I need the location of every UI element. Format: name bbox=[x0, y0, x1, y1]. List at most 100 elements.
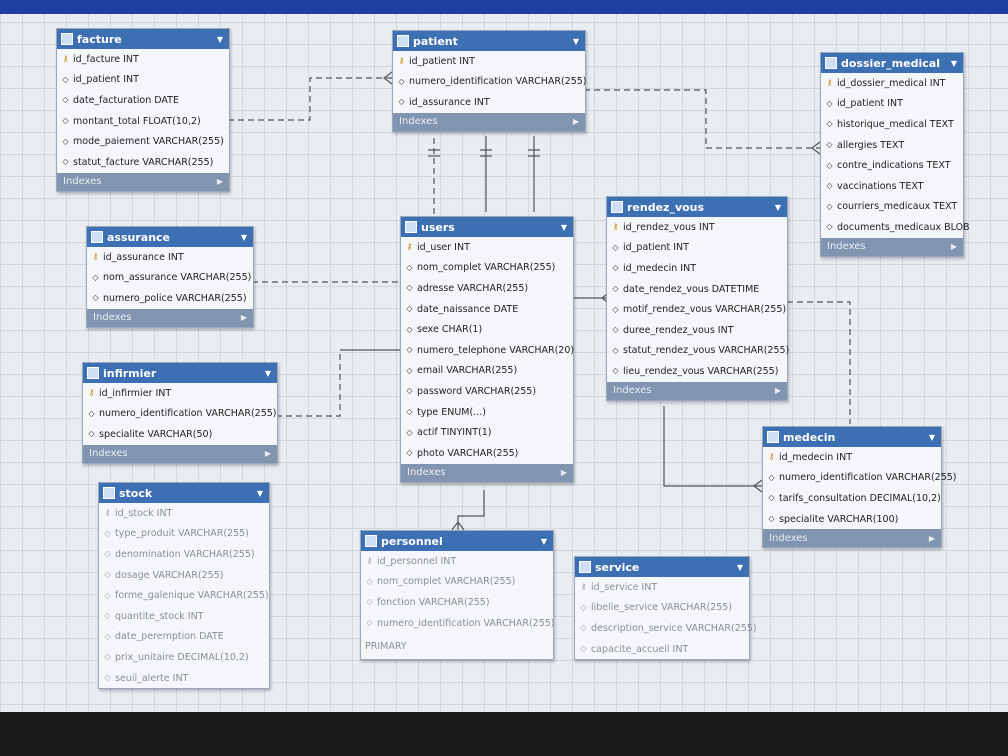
indexes-bar[interactable]: Indexes▶ bbox=[763, 529, 941, 548]
indexes-bar[interactable]: Indexes▶ bbox=[821, 237, 963, 256]
expand-arrow-icon[interactable]: ▶ bbox=[264, 449, 271, 459]
column-row[interactable]: ◇dosage VARCHAR(255) bbox=[99, 565, 269, 586]
column-row[interactable]: ◇capacite_accueil INT bbox=[575, 639, 749, 660]
indexes-bar[interactable]: Indexes▶ bbox=[87, 308, 253, 327]
column-row[interactable]: ⚷id_service INT bbox=[575, 577, 749, 598]
indexes-bar[interactable]: Indexes▶ bbox=[401, 463, 573, 482]
table-patient[interactable]: patient▼ ⚷id_patient INT◇numero_identifi… bbox=[392, 30, 587, 132]
table-dossier-medical[interactable]: dossier_medical▼ ⚷id_dossier_medical INT… bbox=[820, 52, 970, 257]
column-row[interactable]: ◇statut_facture VARCHAR(255) bbox=[57, 152, 229, 173]
collapse-arrow-icon[interactable]: ▼ bbox=[572, 36, 579, 46]
table-personnel[interactable]: personnel▼ ⚷id_personnel INT◇nom_complet… bbox=[360, 530, 555, 661]
table-users[interactable]: users▼ ⚷id_user INT◇nom_complet VARCHAR(… bbox=[400, 216, 574, 483]
column-row[interactable]: ◇nom_complet VARCHAR(255) bbox=[361, 572, 553, 593]
column-row[interactable]: ◇date_facturation DATE bbox=[57, 90, 229, 111]
column-row[interactable]: ◇nom_assurance VARCHAR(255) bbox=[87, 268, 253, 289]
column-row[interactable]: ◇type_produit VARCHAR(255) bbox=[99, 524, 269, 545]
expand-arrow-icon[interactable]: ▶ bbox=[560, 468, 567, 478]
column-row[interactable]: ◇seuil_alerte INT bbox=[99, 668, 269, 689]
table-header[interactable]: stock▼ bbox=[99, 483, 269, 503]
table-header[interactable]: service▼ bbox=[575, 557, 749, 577]
table-header[interactable]: infirmier▼ bbox=[83, 363, 277, 383]
column-row[interactable]: ⚷id_assurance INT bbox=[87, 247, 253, 268]
table-header[interactable]: personnel▼ bbox=[361, 531, 553, 551]
column-row[interactable]: ◇duree_rendez_vous INT bbox=[607, 320, 787, 341]
column-row[interactable]: ⚷id_patient INT bbox=[393, 51, 585, 72]
table-facture[interactable]: facture▼ ⚷id_facture INT◇id_patient INT◇… bbox=[56, 28, 230, 192]
column-row[interactable]: ◇type ENUM(...) bbox=[401, 402, 573, 423]
expand-arrow-icon[interactable]: ▶ bbox=[774, 386, 781, 396]
column-row[interactable]: ◇courriers_medicaux TEXT bbox=[821, 197, 963, 218]
indexes-bar[interactable]: Indexes▶ bbox=[83, 444, 277, 463]
collapse-arrow-icon[interactable]: ▼ bbox=[540, 536, 547, 546]
collapse-arrow-icon[interactable]: ▼ bbox=[774, 202, 781, 212]
indexes-bar[interactable]: Indexes▶ bbox=[607, 381, 787, 400]
table-header[interactable]: assurance▼ bbox=[87, 227, 253, 247]
column-row[interactable]: ◇vaccinations TEXT bbox=[821, 176, 963, 197]
expand-arrow-icon[interactable]: ▶ bbox=[928, 533, 935, 543]
column-row[interactable]: ◇date_peremption DATE bbox=[99, 627, 269, 648]
table-stock[interactable]: stock▼ ⚷id_stock INT◇type_produit VARCHA… bbox=[98, 482, 270, 690]
table-header[interactable]: patient▼ bbox=[393, 31, 585, 51]
column-row[interactable]: ◇id_assurance INT bbox=[393, 92, 585, 113]
table-service[interactable]: service▼ ⚷id_service INT◇libelle_service… bbox=[574, 556, 757, 661]
column-row[interactable]: ⚷id_infirmier INT bbox=[83, 383, 277, 404]
column-row[interactable]: ◇numero_telephone VARCHAR(20) bbox=[401, 340, 574, 361]
table-medecin[interactable]: medecin▼ ⚷id_medecin INT◇numero_identifi… bbox=[762, 426, 957, 549]
diagram-canvas[interactable]: facture▼ ⚷id_facture INT◇id_patient INT◇… bbox=[0, 0, 1008, 712]
column-row[interactable]: ◇sexe CHAR(1) bbox=[401, 319, 573, 340]
collapse-arrow-icon[interactable]: ▼ bbox=[240, 232, 247, 242]
column-row[interactable]: ◇mode_paiement VARCHAR(255) bbox=[57, 131, 229, 152]
table-header[interactable]: facture▼ bbox=[57, 29, 229, 49]
column-row[interactable]: ◇libelle_service VARCHAR(255) bbox=[575, 598, 749, 619]
column-row[interactable]: ◇tarifs_consultation DECIMAL(10,2) bbox=[763, 488, 941, 509]
column-row[interactable]: ◇id_medecin INT bbox=[607, 258, 787, 279]
column-row[interactable]: ◇denomination VARCHAR(255) bbox=[99, 544, 269, 565]
table-header[interactable]: medecin▼ bbox=[763, 427, 941, 447]
column-row[interactable]: ◇numero_identification VARCHAR(255) bbox=[83, 404, 277, 425]
column-row[interactable]: ◇id_patient INT bbox=[57, 70, 229, 91]
column-row[interactable]: ◇numero_police VARCHAR(255) bbox=[87, 288, 253, 309]
column-row[interactable]: ⚷id_facture INT bbox=[57, 49, 229, 70]
collapse-arrow-icon[interactable]: ▼ bbox=[560, 222, 567, 232]
column-row[interactable]: ⚷id_medecin INT bbox=[763, 447, 941, 468]
column-row[interactable]: ◇prix_unitaire DECIMAL(10,2) bbox=[99, 647, 269, 668]
collapse-arrow-icon[interactable]: ▼ bbox=[928, 432, 935, 442]
column-row[interactable]: ⚷id_stock INT bbox=[99, 503, 269, 524]
column-row[interactable]: ◇specialite VARCHAR(100) bbox=[763, 509, 941, 530]
table-infirmier[interactable]: infirmier▼ ⚷id_infirmier INT◇numero_iden… bbox=[82, 362, 278, 464]
column-row[interactable]: ◇email VARCHAR(255) bbox=[401, 361, 573, 382]
column-row[interactable]: ⚷id_rendez_vous INT bbox=[607, 217, 787, 238]
column-row[interactable]: ◇id_patient INT bbox=[607, 238, 787, 259]
indexes-bar[interactable]: Indexes▶ bbox=[57, 172, 229, 191]
column-row[interactable]: ◇photo VARCHAR(255) bbox=[401, 443, 573, 464]
table-rendez-vous[interactable]: rendez_vous▼ ⚷id_rendez_vous INT◇id_pati… bbox=[606, 196, 789, 401]
column-row[interactable]: ⚷id_personnel INT bbox=[361, 551, 553, 572]
column-row[interactable]: ◇fonction VARCHAR(255) bbox=[361, 592, 553, 613]
collapse-arrow-icon[interactable]: ▼ bbox=[736, 562, 743, 572]
column-row[interactable]: ◇adresse VARCHAR(255) bbox=[401, 278, 573, 299]
collapse-arrow-icon[interactable]: ▼ bbox=[950, 58, 957, 68]
indexes-bar[interactable]: Indexes▶ bbox=[393, 112, 585, 131]
column-row[interactable]: ◇description_service VARCHAR(255) bbox=[575, 618, 756, 639]
table-header[interactable]: rendez_vous▼ bbox=[607, 197, 787, 217]
collapse-arrow-icon[interactable]: ▼ bbox=[264, 368, 271, 378]
column-row[interactable]: ◇numero_identification VARCHAR(255) bbox=[361, 613, 554, 634]
column-row[interactable]: ◇lieu_rendez_vous VARCHAR(255) bbox=[607, 361, 787, 382]
column-row[interactable]: ⚷id_dossier_medical INT bbox=[821, 73, 963, 94]
column-row[interactable]: ◇quantite_stock INT bbox=[99, 606, 269, 627]
column-row[interactable]: ⚷id_user INT bbox=[401, 237, 573, 258]
column-row[interactable]: ◇password VARCHAR(255) bbox=[401, 381, 573, 402]
expand-arrow-icon[interactable]: ▶ bbox=[216, 177, 223, 187]
collapse-arrow-icon[interactable]: ▼ bbox=[256, 488, 263, 498]
column-row[interactable]: ◇motif_rendez_vous VARCHAR(255) bbox=[607, 299, 787, 320]
table-header[interactable]: users▼ bbox=[401, 217, 573, 237]
expand-arrow-icon[interactable]: ▶ bbox=[572, 117, 579, 127]
column-row[interactable]: ◇actif TINYINT(1) bbox=[401, 422, 573, 443]
column-row[interactable]: ◇date_naissance DATE bbox=[401, 299, 573, 320]
column-row[interactable]: ◇allergies TEXT bbox=[821, 135, 963, 156]
column-row[interactable]: ◇id_patient INT bbox=[821, 94, 963, 115]
expand-arrow-icon[interactable]: ▶ bbox=[950, 242, 957, 252]
expand-arrow-icon[interactable]: ▶ bbox=[240, 313, 247, 323]
column-row[interactable]: ◇statut_rendez_vous VARCHAR(255) bbox=[607, 341, 789, 362]
